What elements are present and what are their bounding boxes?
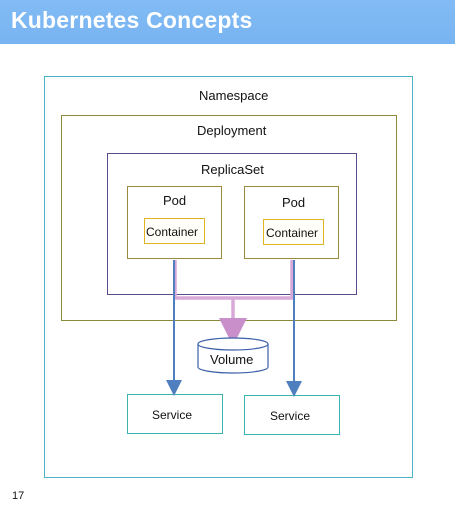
volume-connector: [173, 260, 294, 300]
volume-label: Volume: [210, 352, 254, 367]
pod-box-1: [127, 186, 222, 259]
pod-label-1: Pod: [163, 193, 187, 208]
page-number: 17: [12, 490, 25, 502]
namespace-label: Namespace: [199, 88, 269, 103]
pod-box-2: [244, 186, 339, 259]
volume-cylinder: [197, 337, 269, 374]
namespace-box: [44, 76, 413, 478]
pod-label-2: Pod: [282, 195, 306, 210]
container-label-1: Container: [146, 225, 199, 239]
deployment-label: Deployment: [197, 123, 267, 138]
title-bar: Kubernetes Concepts: [0, 0, 455, 44]
container-box-1: [144, 218, 205, 244]
slide-title: Kubernetes Concepts: [11, 7, 253, 33]
service-label-2: Service: [270, 409, 311, 423]
service-label-1: Service: [152, 408, 193, 422]
replicaset-label: ReplicaSet: [201, 162, 264, 177]
container-box-2: [263, 219, 324, 245]
container-label-2: Container: [266, 226, 319, 240]
replicaset-box: [107, 153, 357, 295]
